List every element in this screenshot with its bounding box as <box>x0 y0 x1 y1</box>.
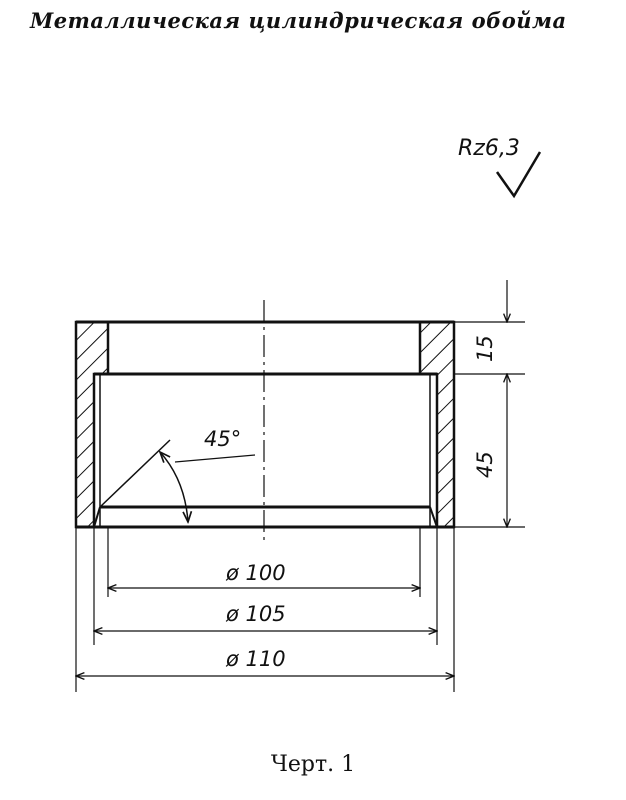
dia-outer-label: ø 110 <box>225 647 286 671</box>
height-dimension-lines <box>454 280 525 527</box>
dia-middle-label: ø 105 <box>225 602 286 626</box>
dia-inner-label: ø 100 <box>225 561 286 585</box>
roughness-label: Rz6,3 <box>458 136 520 161</box>
ring-outline <box>76 320 454 529</box>
drawing-title: Металлическая цилиндрическая обойма <box>30 8 567 33</box>
angle-dimension <box>99 439 256 522</box>
right-wall-section <box>418 320 456 529</box>
height-bottom-label: 45 <box>473 451 497 478</box>
height-top-label: 15 <box>473 335 497 362</box>
left-wall-section <box>74 320 110 529</box>
figure-caption: Черт. 1 <box>270 752 356 777</box>
diameter-extension-lines <box>75 527 455 692</box>
angle-label: 45° <box>204 427 241 451</box>
roughness-check-icon <box>495 151 542 199</box>
